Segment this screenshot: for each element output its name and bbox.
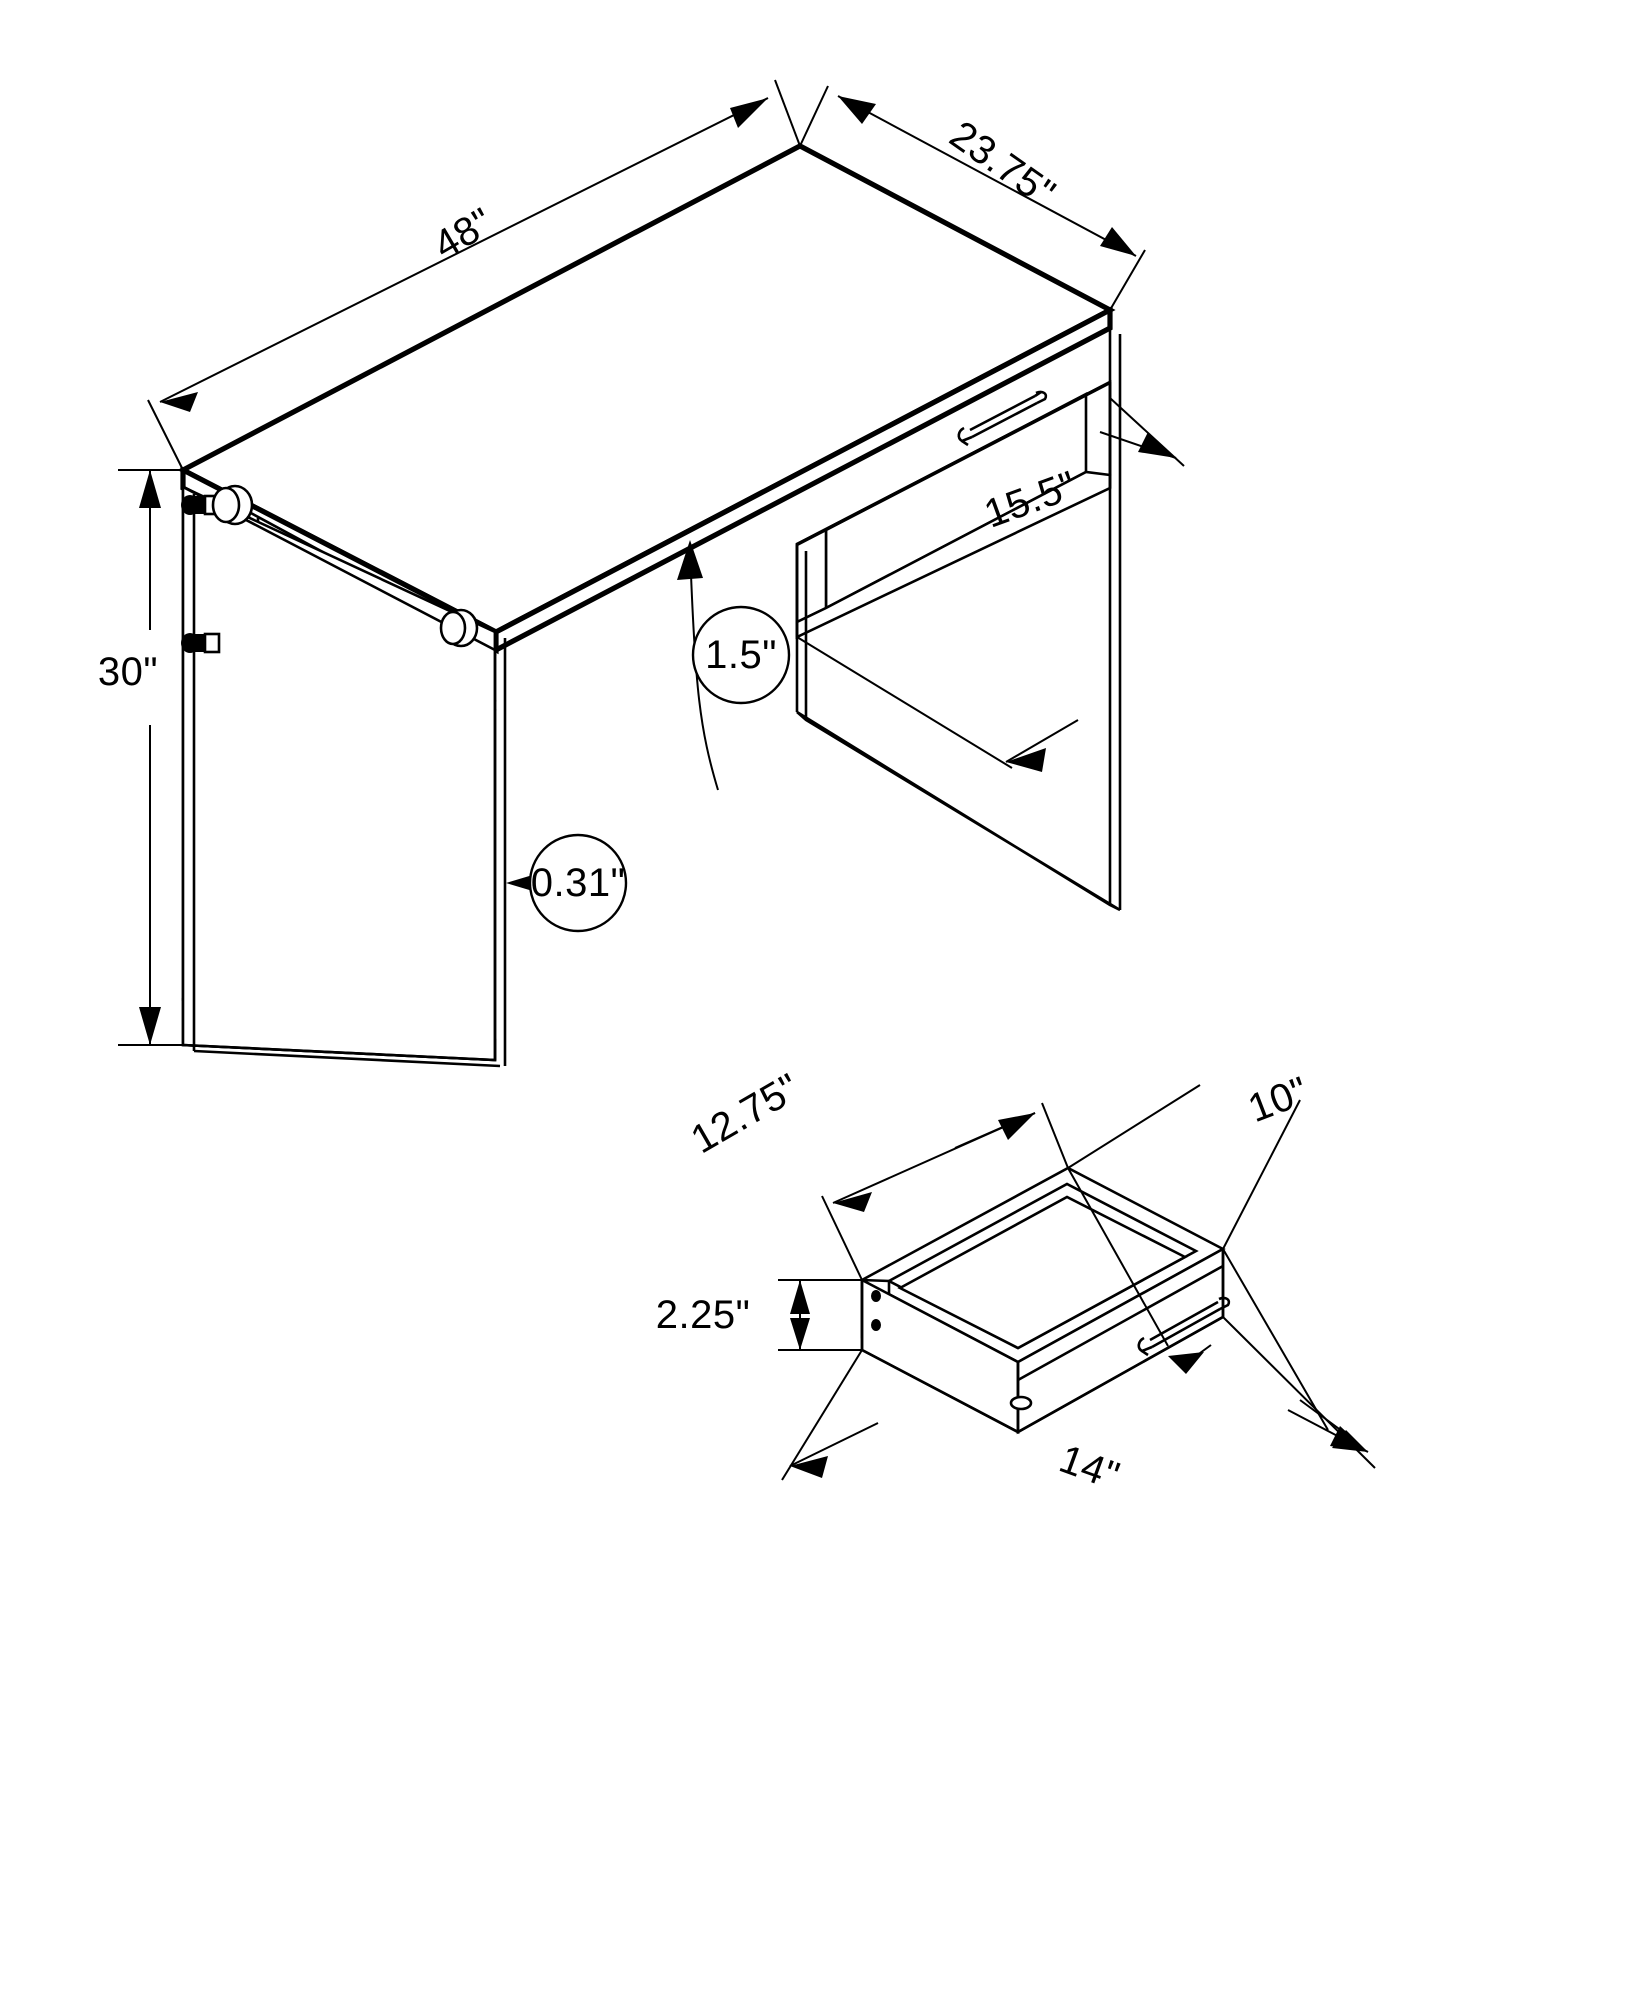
drawer-pull-handle [957, 390, 1048, 447]
dim-label-glass-thickness: 0.31" [531, 861, 626, 905]
dimension-depth-2375 [799, 85, 1146, 311]
dimension-drawer-height-225 [778, 1279, 862, 1351]
dim-label-width: 48" [426, 200, 500, 268]
dim-label-drawer-front-width: 14" [1054, 1437, 1126, 1499]
dim-label-height: 30" [98, 650, 158, 694]
dimension-height-30 [118, 469, 183, 1046]
dimension-clearance-155 [796, 397, 1185, 772]
drawer-box [859, 1166, 1226, 1435]
hinge-pin-upper [211, 484, 254, 526]
hinge-pin-lower [439, 608, 479, 648]
callout-glass-thickness [506, 833, 628, 933]
dim-label-drawer-height: 2.25" [656, 1293, 751, 1337]
dim-label-drawer-depth: 12.75" [684, 1065, 808, 1162]
dimension-drawer-front-14 [781, 1316, 1376, 1481]
callout-top-thickness [677, 540, 791, 791]
dim-label-drawer-width: 10" [1242, 1069, 1314, 1132]
dimension-drawer-width-10 [1067, 1084, 1301, 1250]
dim-label-depth: 23.75" [942, 113, 1063, 216]
drawer-box-detail [778, 1084, 1376, 1481]
bottom-hinge-bracket [181, 632, 221, 654]
dimension-drawer-depth-1275 [821, 1102, 1069, 1281]
desk-assembly [118, 79, 1185, 1068]
right-glass-side-panel [795, 328, 1122, 912]
dimension-width-48 [147, 79, 801, 471]
dimension-drawer-width-10-lines [1067, 1167, 1347, 1435]
dim-label-top-thickness: 1.5" [705, 633, 777, 677]
